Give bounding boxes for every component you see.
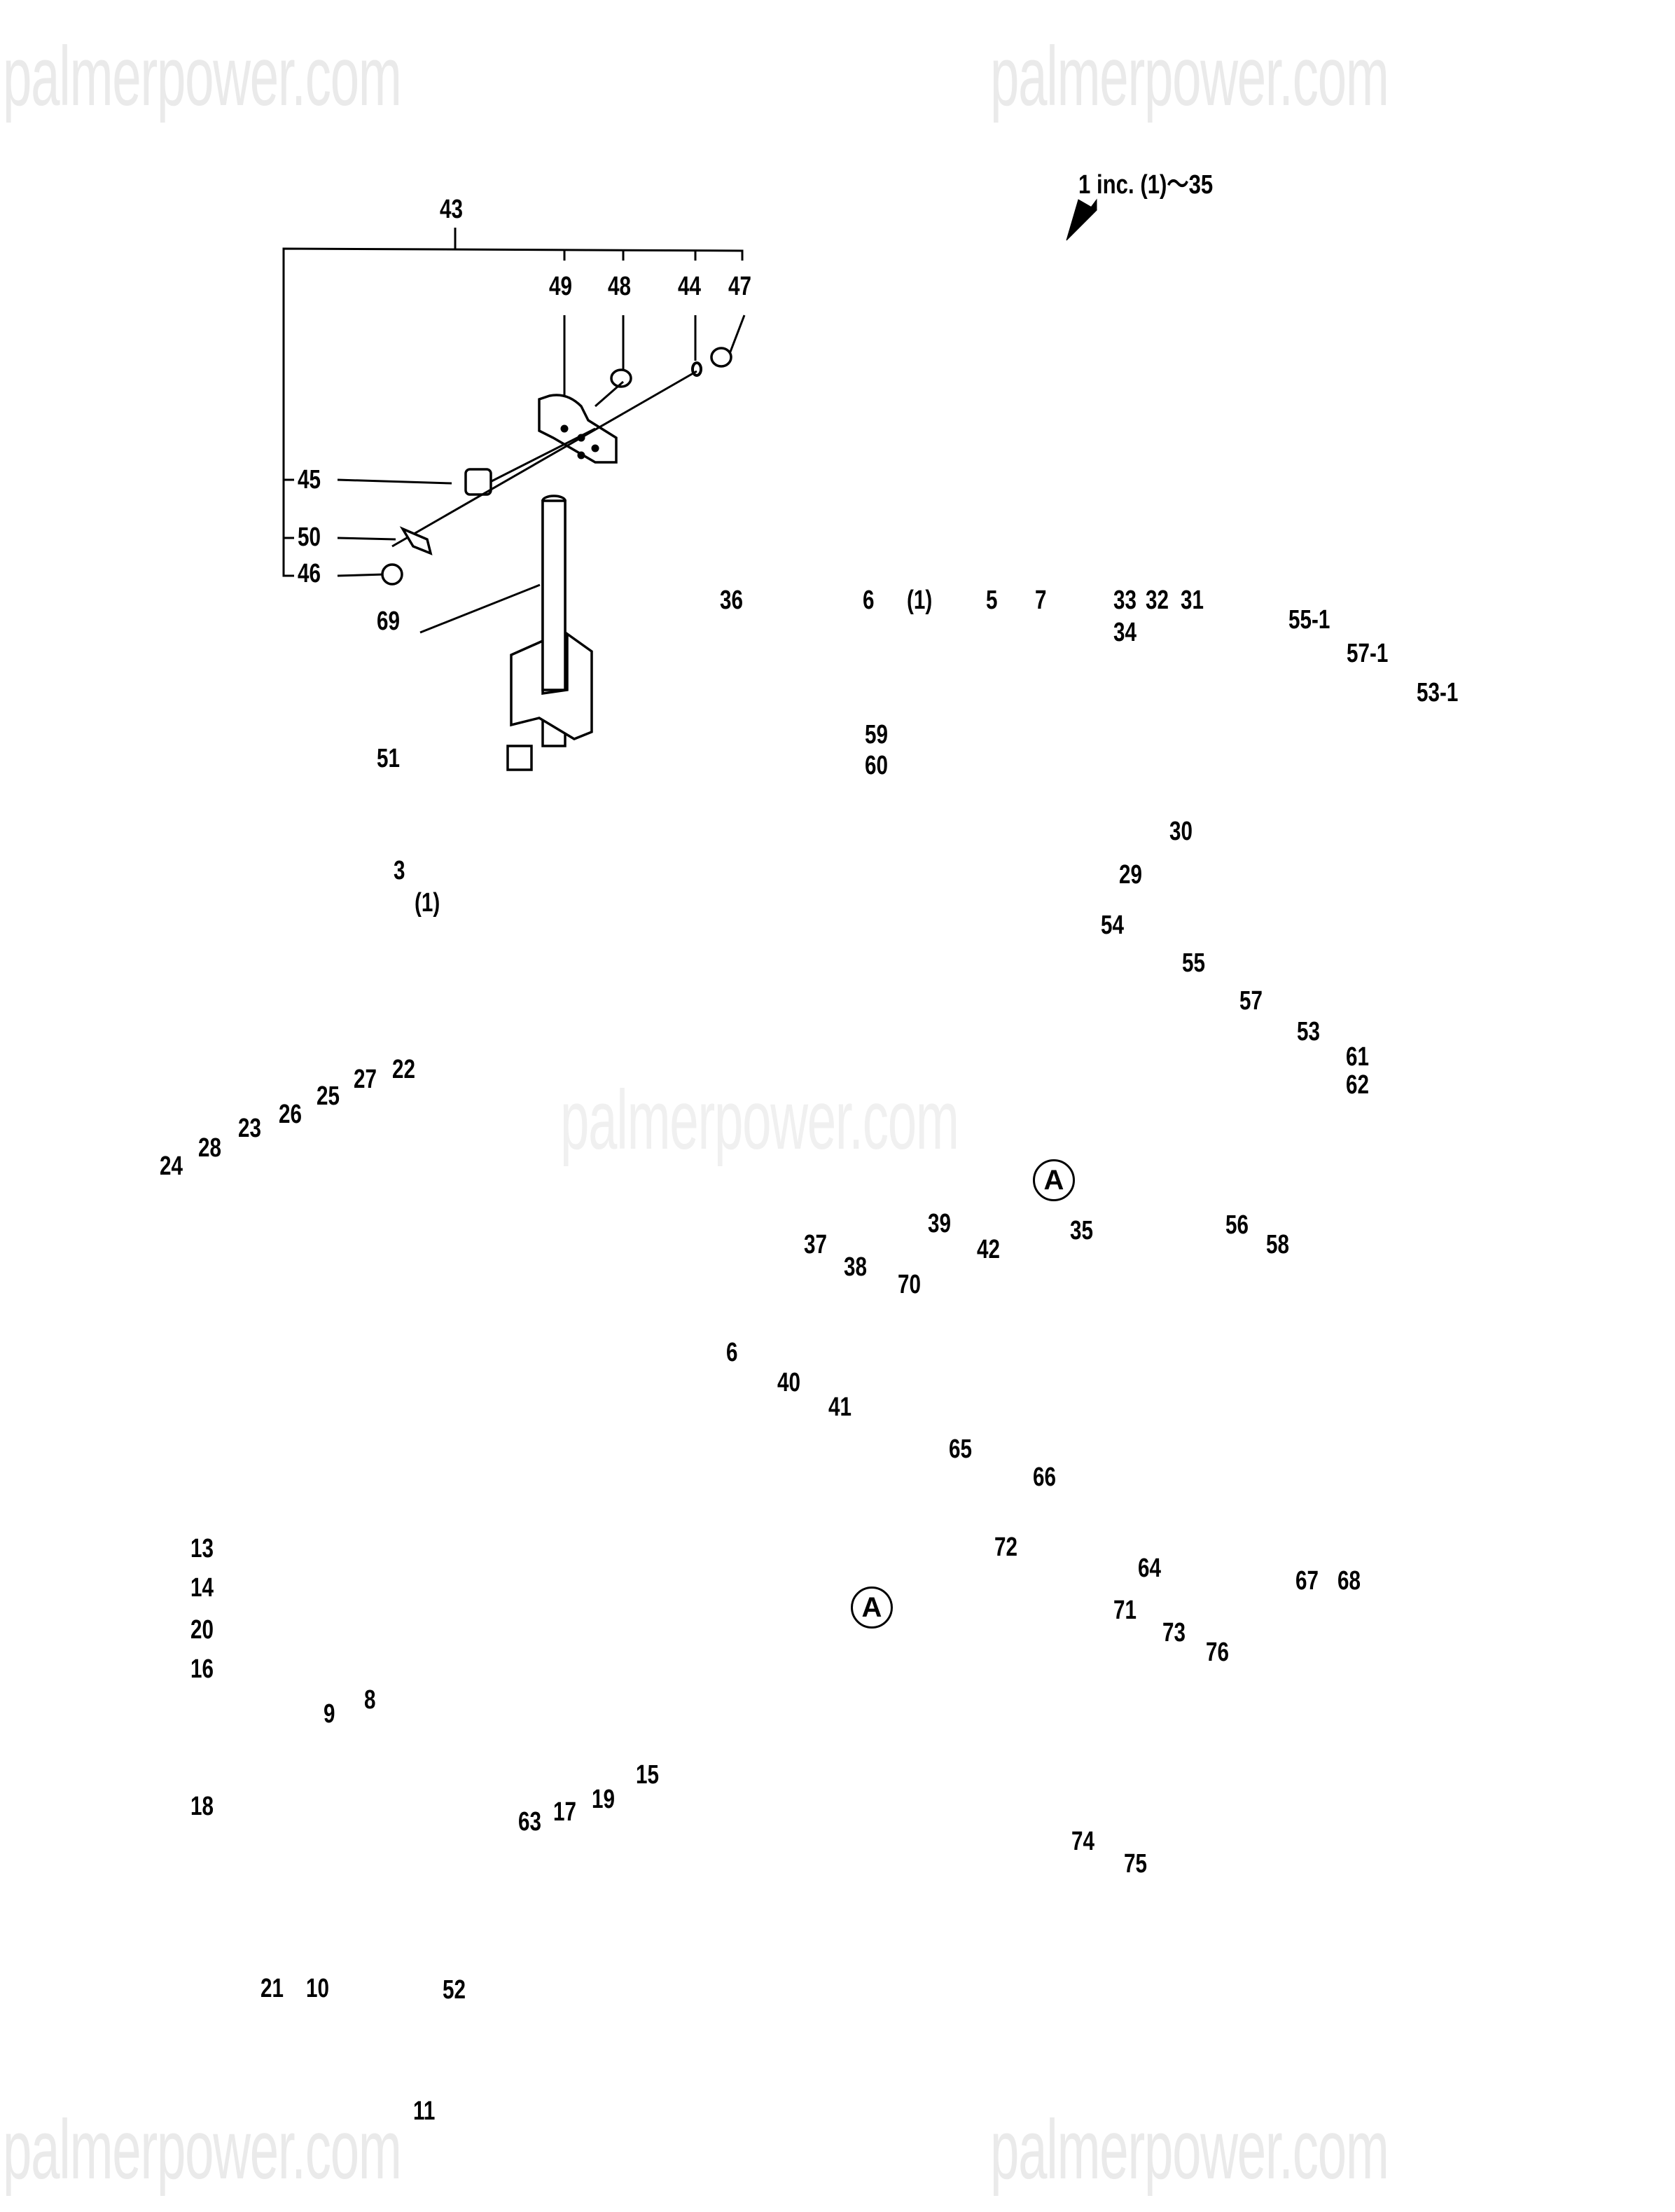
part-label-38: 38 <box>844 1252 867 1282</box>
part-label-9: 9 <box>324 1699 335 1729</box>
part-label-52: 52 <box>443 1975 466 2005</box>
part-label-71: 71 <box>1113 1596 1137 1625</box>
part-label-53-1: 53-1 <box>1417 678 1459 707</box>
watermark: palmerpower.com <box>560 1073 959 1167</box>
part-label-47: 47 <box>728 272 751 301</box>
part-label-58: 58 <box>1266 1230 1289 1259</box>
callout-a: A <box>851 1587 893 1629</box>
part-label-43: 43 <box>440 195 463 224</box>
part-label-20: 20 <box>190 1615 214 1645</box>
part-label-65: 65 <box>949 1435 972 1464</box>
part-label-73: 73 <box>1162 1618 1186 1647</box>
callout-a: A <box>1033 1159 1075 1201</box>
part-label-11: 11 <box>413 2096 436 2126</box>
part-label-66: 66 <box>1033 1463 1056 1492</box>
part-label-46: 46 <box>298 559 321 588</box>
part-label-72: 72 <box>994 1533 1017 1562</box>
part-label-6-lower: 6 <box>726 1338 738 1367</box>
part-label-55: 55 <box>1182 948 1205 978</box>
part-label-64: 64 <box>1138 1554 1161 1583</box>
part-label-42: 42 <box>977 1235 1000 1264</box>
part-label-61: 61 <box>1346 1042 1369 1072</box>
part-label-1-alt: (1) <box>415 888 440 918</box>
part-label-41: 41 <box>828 1392 852 1422</box>
part-label-34: 34 <box>1113 618 1137 647</box>
part-label-53: 53 <box>1297 1017 1320 1046</box>
part-label-10: 10 <box>306 1974 329 2003</box>
part-label-40: 40 <box>777 1368 800 1397</box>
part-label-70: 70 <box>898 1270 921 1299</box>
part-label-62: 62 <box>1346 1070 1369 1100</box>
part-label-69: 69 <box>377 607 400 636</box>
part-label-35: 35 <box>1070 1216 1093 1245</box>
part-label-37: 37 <box>804 1230 827 1259</box>
header-note: 1 inc. (1)～35 <box>1078 170 1214 200</box>
part-label-28: 28 <box>198 1133 221 1163</box>
part-label-59: 59 <box>865 720 888 749</box>
part-label-5: 5 <box>986 586 998 615</box>
part-label-63: 63 <box>518 1807 541 1837</box>
part-label-23: 23 <box>238 1114 261 1143</box>
part-label-56: 56 <box>1225 1210 1249 1240</box>
part-label-76: 76 <box>1206 1638 1229 1667</box>
part-label-25: 25 <box>317 1081 340 1111</box>
part-label-16: 16 <box>190 1654 214 1684</box>
part-label-45: 45 <box>298 465 321 495</box>
part-label-75: 75 <box>1124 1849 1147 1879</box>
part-label-21: 21 <box>260 1974 284 2003</box>
part-label-22: 22 <box>392 1055 415 1084</box>
watermark: palmerpower.com <box>990 29 1389 123</box>
part-label-30: 30 <box>1169 817 1193 846</box>
part-label-29: 29 <box>1119 860 1142 890</box>
assembly-43-bracket <box>282 228 744 577</box>
part-label-55-1: 55-1 <box>1288 605 1330 635</box>
part-label-17: 17 <box>553 1797 576 1827</box>
part-label-36: 36 <box>720 586 743 615</box>
part-label-1: (1) <box>907 586 933 615</box>
part-label-54: 54 <box>1101 911 1124 940</box>
part-label-33: 33 <box>1113 586 1137 615</box>
part-label-32: 32 <box>1146 586 1169 615</box>
watermark: palmerpower.com <box>3 29 402 123</box>
watermark: palmerpower.com <box>990 2103 1389 2197</box>
part-label-19: 19 <box>592 1785 615 1814</box>
part-label-3: 3 <box>394 856 405 885</box>
part-label-60: 60 <box>865 751 888 780</box>
part-label-14: 14 <box>190 1573 214 1603</box>
part-label-49: 49 <box>549 272 572 301</box>
part-label-57: 57 <box>1239 986 1263 1016</box>
part-label-68: 68 <box>1337 1566 1361 1596</box>
part-label-67: 67 <box>1295 1566 1319 1596</box>
watermark: palmerpower.com <box>3 2103 402 2197</box>
part-label-31: 31 <box>1181 586 1204 615</box>
part-label-74: 74 <box>1071 1827 1094 1856</box>
part-label-50: 50 <box>298 523 321 552</box>
part-label-44: 44 <box>678 272 701 301</box>
part-label-13: 13 <box>190 1534 214 1563</box>
part-label-26: 26 <box>279 1100 302 1129</box>
part-label-27: 27 <box>354 1065 377 1094</box>
part-label-24: 24 <box>160 1152 183 1181</box>
part-label-7: 7 <box>1035 586 1047 615</box>
part-label-39: 39 <box>928 1209 951 1238</box>
part-label-57-1: 57-1 <box>1347 639 1389 668</box>
part-label-15: 15 <box>636 1760 659 1790</box>
part-label-51: 51 <box>377 744 400 773</box>
part-label-48: 48 <box>608 272 631 301</box>
part-label-8: 8 <box>364 1685 376 1715</box>
part-label-18: 18 <box>190 1792 214 1821</box>
part-label-6: 6 <box>863 586 875 615</box>
